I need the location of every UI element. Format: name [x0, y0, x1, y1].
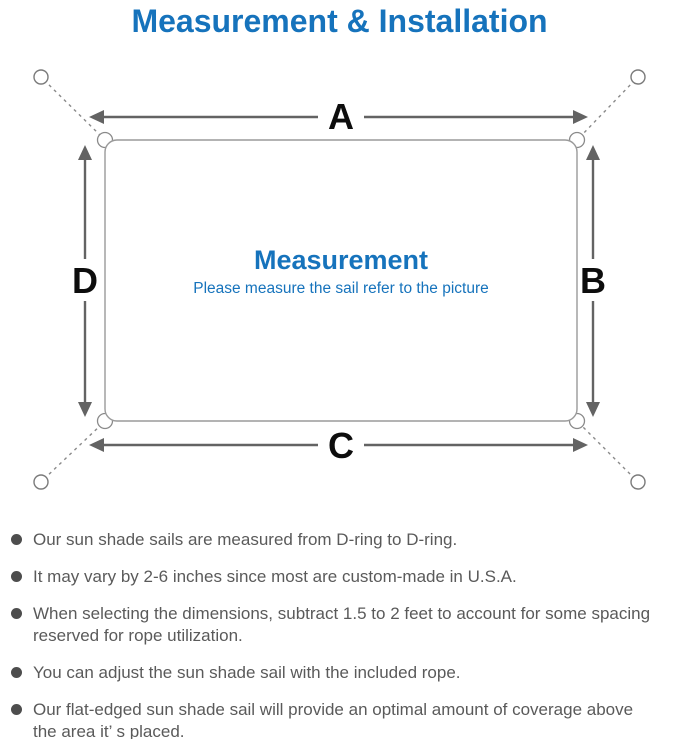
- arrowhead-up-icon: [78, 145, 92, 160]
- list-item-text: It may vary by 2-6 inches since most are…: [33, 567, 517, 586]
- page-title: Measurement & Installation: [131, 3, 548, 39]
- rope-dashed-line-bottom-right: [578, 422, 636, 480]
- dimension-arrow-c: C: [89, 425, 588, 466]
- rope-dashed-line-top-left: [43, 79, 104, 139]
- anchor-point-circle-bottom-left: [33, 474, 49, 490]
- list-item: When selecting the dimensions, subtract …: [10, 603, 675, 647]
- list-item: Our flat-edged sun shade sail will provi…: [10, 699, 675, 739]
- arrowhead-left-icon: [89, 110, 104, 124]
- arrowhead-right-icon: [573, 110, 588, 124]
- arrowhead-down-icon: [586, 402, 600, 417]
- dimension-label-d: D: [72, 260, 98, 301]
- list-item-text: reserved for rope utilization.: [33, 626, 243, 645]
- dimension-arrow-d: D: [72, 145, 98, 417]
- anchor-point-circle-bottom-right: [630, 474, 646, 490]
- list-item-text: Our sun shade sails are measured from D-…: [33, 530, 458, 549]
- measurement-diagram: A C D B Measurement Please meas: [33, 69, 646, 490]
- bullet-icon: [11, 608, 22, 619]
- arrowhead-right-icon: [573, 438, 588, 452]
- arrowhead-left-icon: [89, 438, 104, 452]
- list-item: Our sun shade sails are measured from D-…: [10, 529, 675, 551]
- rope-dashed-line-bottom-left: [43, 422, 104, 480]
- arrowhead-down-icon: [78, 402, 92, 417]
- instruction-list: Our sun shade sails are measured from D-…: [10, 529, 675, 739]
- list-item: It may vary by 2-6 inches since most are…: [10, 566, 675, 588]
- rope-dashed-line-top-right: [578, 79, 636, 139]
- sail-rectangle: [104, 139, 578, 422]
- diagram-center-title: Measurement: [254, 245, 428, 275]
- bullet-icon: [11, 571, 22, 582]
- list-item: You can adjust the sun shade sail with t…: [10, 662, 675, 684]
- dimension-arrow-a: A: [89, 96, 588, 137]
- dimension-label-c: C: [328, 425, 354, 466]
- dimension-label-b: B: [580, 260, 606, 301]
- arrowhead-up-icon: [586, 145, 600, 160]
- list-item-text: Our flat-edged sun shade sail will provi…: [33, 700, 634, 719]
- anchor-point-circle-top-left: [33, 69, 49, 85]
- dimension-arrow-b: B: [580, 145, 606, 417]
- list-item-text: You can adjust the sun shade sail with t…: [33, 663, 461, 682]
- list-item-text: the area it’ s placed.: [33, 722, 185, 739]
- bullet-icon: [11, 704, 22, 715]
- diagram-center-subtitle: Please measure the sail refer to the pic…: [193, 280, 489, 297]
- bullet-icon: [11, 534, 22, 545]
- dimension-label-a: A: [328, 96, 354, 137]
- bullet-icon: [11, 667, 22, 678]
- anchor-point-circle-top-right: [630, 69, 646, 85]
- list-item-text: When selecting the dimensions, subtract …: [33, 604, 651, 623]
